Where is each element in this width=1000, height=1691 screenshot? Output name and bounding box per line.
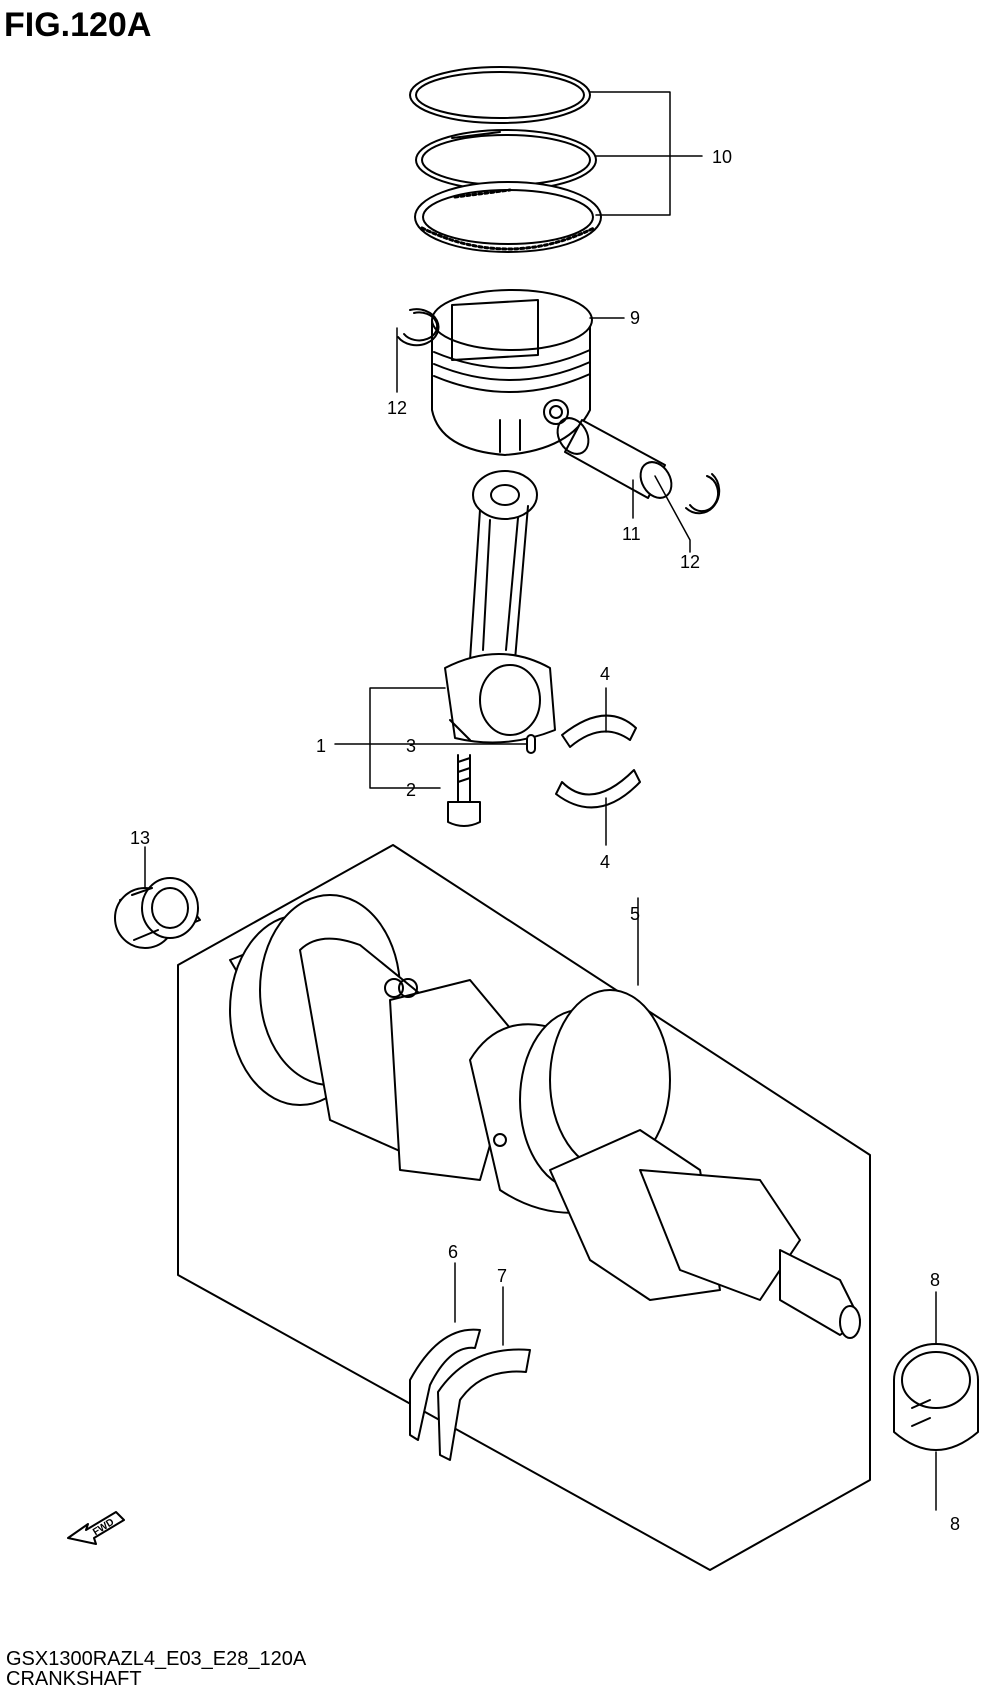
callout-13: 13 (130, 828, 150, 848)
fwd-arrow (67, 1511, 125, 1545)
callout-10: 10 (712, 147, 732, 167)
conrod-bearing-upper[interactable] (561, 714, 637, 748)
callout-1: 1 (316, 736, 326, 756)
callout-9: 9 (630, 308, 640, 328)
callout-4: 4 (600, 664, 610, 684)
thrust-bearing-6[interactable] (409, 1328, 481, 1441)
dowel-pin[interactable] (526, 734, 536, 754)
piston-rings[interactable] (409, 66, 602, 253)
callout-8: 8 (950, 1514, 960, 1534)
main-bearing[interactable] (893, 1343, 979, 1451)
needle-bearing[interactable] (114, 877, 201, 949)
crankshaft[interactable] (229, 894, 861, 1339)
callout-8: 8 (930, 1270, 940, 1290)
piston[interactable] (431, 289, 593, 456)
callout-12: 12 (680, 552, 700, 572)
callout-11: 11 (622, 524, 641, 544)
crankshaft-box (177, 844, 871, 1571)
callout-7: 7 (497, 1266, 507, 1286)
model-code: GSX1300RAZL4_E03_E28_120A (6, 1648, 307, 1670)
callout-2: 2 (406, 780, 416, 800)
callout-3: 3 (406, 736, 416, 756)
piston-pin[interactable] (551, 413, 677, 504)
circlip-right[interactable] (685, 473, 721, 515)
connecting-rod[interactable] (444, 470, 556, 744)
callout-4: 4 (600, 852, 610, 872)
callout-5: 5 (630, 904, 640, 924)
thrust-bearing-7[interactable] (437, 1348, 531, 1461)
circlip-left[interactable] (397, 308, 440, 347)
figure-title: FIG.120A (4, 6, 152, 44)
callout-12: 12 (387, 398, 407, 418)
conrod-bolt[interactable] (447, 754, 481, 827)
conrod-bearing-lower[interactable] (555, 769, 641, 809)
callout-6: 6 (448, 1242, 458, 1262)
leader-lines (144, 91, 937, 1511)
section-name: CRANKSHAFT (6, 1668, 142, 1690)
